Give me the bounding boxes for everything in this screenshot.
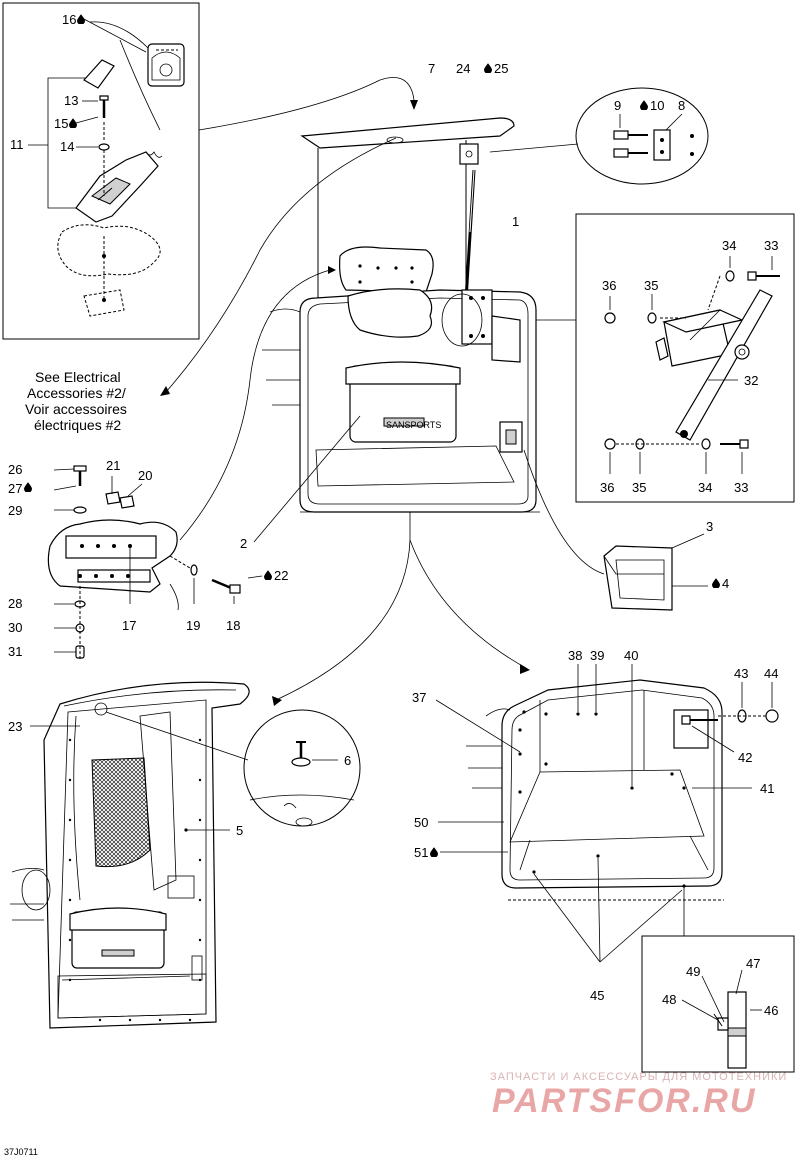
callout-21: 21 <box>106 458 120 473</box>
watermark-logo: PARTSFOR.RU <box>492 1082 756 1120</box>
electrical-note-line1: See Electrical <box>35 369 121 385</box>
callout-23: 23 <box>8 719 22 734</box>
callout-11: 11 <box>10 137 24 152</box>
callout-45: 45 <box>590 988 604 1003</box>
handle-cap-part <box>83 59 115 89</box>
callout-44: 44 <box>764 666 778 681</box>
callout-35-bottom: 35 <box>632 480 646 495</box>
callout-50: 50 <box>414 815 428 830</box>
callout-48: 48 <box>662 992 676 1007</box>
watermark: ЗАПЧАСТИ И АКСЕССУАРЫ ДЛЯ МОТОТЕХНИКИ PA… <box>490 1071 787 1120</box>
callout-10: 10 <box>650 98 664 113</box>
callout-18: 18 <box>226 618 240 633</box>
callout-8: 8 <box>678 98 685 113</box>
callout-30: 30 <box>8 620 22 635</box>
callout-34-top: 34 <box>722 238 736 253</box>
callout-15: 15 <box>54 116 68 131</box>
callout-14: 14 <box>60 139 74 154</box>
callout-32: 32 <box>744 373 758 388</box>
callout-5: 5 <box>236 823 243 838</box>
leader-curve <box>198 77 415 131</box>
inner-box-assembly <box>435 664 779 963</box>
watermark-tagline: ЗАПЧАСТИ И АКСЕССУАРЫ ДЛЯ МОТОТЕХНИКИ <box>490 1071 787 1083</box>
callout-4: 4 <box>722 576 729 591</box>
electrical-note-line3: Voir accessoires <box>25 401 127 417</box>
bracket-detail-box <box>536 213 795 503</box>
callout-36-bottom: 36 <box>600 480 614 495</box>
mounting-plate-assembly <box>47 266 336 660</box>
callout-16: 16 <box>62 12 76 27</box>
callout-1: 1 <box>512 214 519 229</box>
callout-2: 2 <box>240 536 247 551</box>
callout-33-bottom: 33 <box>734 480 748 495</box>
callout-labels: 16 13 15 14 11 7 24 25 9 10 8 1 34 33 36… <box>4 12 778 1157</box>
callout-3: 3 <box>706 519 713 534</box>
callout-35-top: 35 <box>644 278 658 293</box>
liner-assembly <box>10 681 250 1029</box>
main-storage-box <box>262 117 540 513</box>
callout-27: 27 <box>8 481 22 496</box>
callout-6: 6 <box>344 753 351 768</box>
callout-25: 25 <box>494 61 508 76</box>
callout-7: 7 <box>428 61 435 76</box>
electrical-note-line4: électriques #2 <box>34 417 121 433</box>
callout-33-top: 33 <box>764 238 778 253</box>
callout-17: 17 <box>122 618 136 633</box>
callout-47: 47 <box>746 956 760 971</box>
callout-24: 24 <box>456 61 470 76</box>
callout-38: 38 <box>568 648 582 663</box>
callout-51: 51 <box>414 845 428 860</box>
callout-39: 39 <box>590 648 604 663</box>
cooler-brand-label: SANSPORTS <box>386 420 441 430</box>
callout-20: 20 <box>138 468 152 483</box>
screw-detail-callout <box>243 709 361 827</box>
electrical-note-line2: Accessories #2/ <box>27 385 126 401</box>
callout-40: 40 <box>624 648 638 663</box>
callout-46: 46 <box>764 1003 778 1018</box>
callout-19: 19 <box>186 618 200 633</box>
handle-detail-inset <box>2 2 200 340</box>
callout-26: 26 <box>8 462 22 477</box>
diagram-code: 37J0711 <box>4 1147 38 1157</box>
callout-9: 9 <box>614 98 621 113</box>
hinge-detail-callout <box>489 87 709 185</box>
leader-curve-electrical <box>165 137 397 393</box>
callout-31: 31 <box>8 644 22 659</box>
callout-49: 49 <box>686 964 700 979</box>
recess-handle-part <box>523 449 708 611</box>
callout-42: 42 <box>738 750 752 765</box>
callout-37: 37 <box>412 690 426 705</box>
callout-36-top: 36 <box>602 278 616 293</box>
callout-34-bottom: 34 <box>698 480 712 495</box>
lid-part <box>300 117 515 149</box>
hinge-section-detail <box>641 935 795 1073</box>
callout-43: 43 <box>734 666 748 681</box>
callout-28: 28 <box>8 596 22 611</box>
callout-13: 13 <box>64 93 78 108</box>
callout-22: 22 <box>274 568 288 583</box>
callout-29: 29 <box>8 503 22 518</box>
callout-41: 41 <box>760 781 774 796</box>
